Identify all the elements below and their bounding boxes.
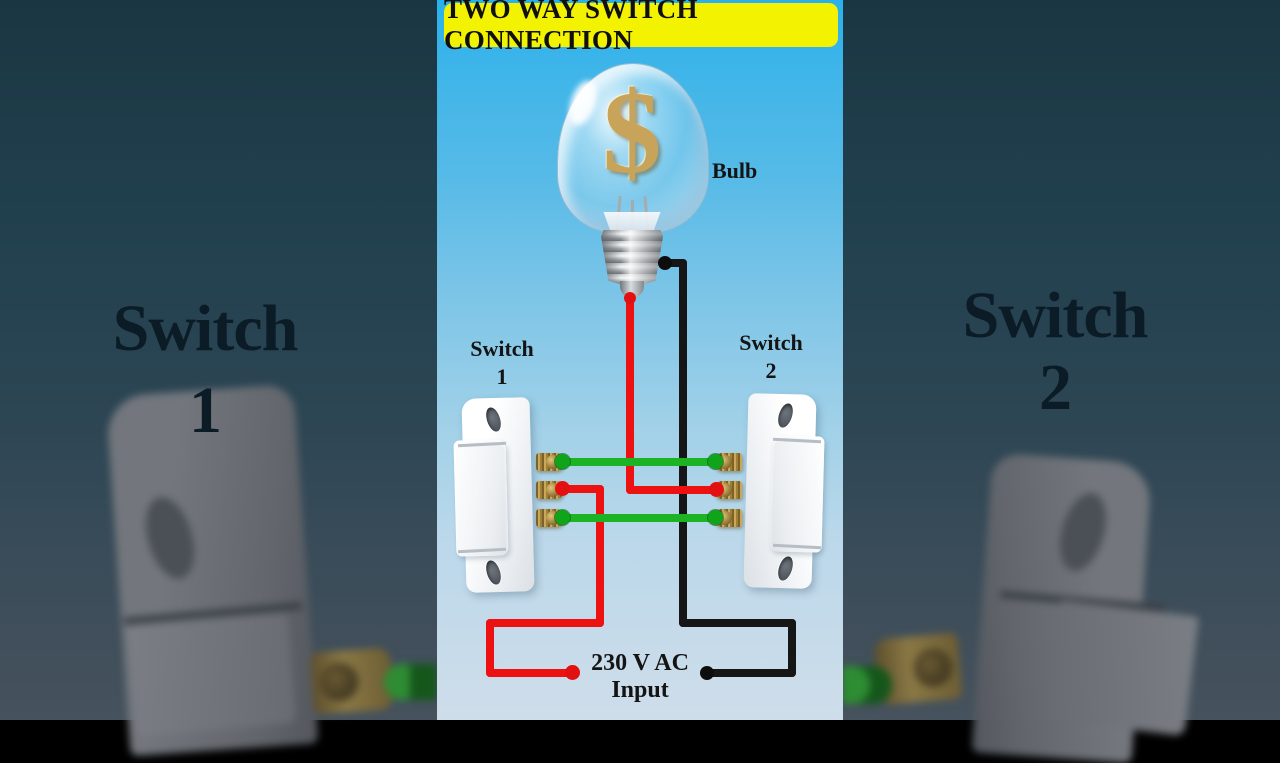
wire-red-segment (486, 669, 579, 677)
left-panel-switch-number: 1 (189, 374, 222, 447)
left-blur-panel: Switch 1 (0, 0, 437, 757)
right-panel-switch-number: 2 (1039, 351, 1072, 424)
wire-red-segment (596, 485, 604, 627)
wire-red-segment (626, 486, 720, 494)
switch1-label: Switch (470, 336, 534, 361)
blurred-terminal-screw (318, 661, 360, 703)
right-blurred-switch-photo (842, 440, 1280, 763)
blurred-terminal-screw (912, 647, 954, 689)
blurred-rocker (127, 613, 297, 737)
wire-black-segment (679, 619, 796, 627)
junction-dot-green (555, 510, 570, 525)
wire-green-bottom (558, 514, 720, 522)
left-blurred-switch-photo (0, 380, 437, 757)
junction-dot-input-black (700, 666, 714, 680)
title-banner: TWO WAY SWITCH CONNECTION (444, 0, 838, 55)
junction-dot-switch2-middle (709, 482, 724, 497)
junction-dot-green (555, 454, 570, 469)
wire-black-segment (788, 619, 796, 677)
title-text: TWO WAY SWITCH CONNECTION (444, 0, 698, 55)
switch2-number: 2 (765, 358, 777, 383)
junction-dot-bulb-red (624, 292, 636, 304)
power-input-label: 230 V AC Input (560, 650, 720, 704)
right-panel-switch-label: Switch (962, 279, 1149, 352)
power-input-line2: Input (611, 677, 669, 703)
dollar-filament: $ (602, 67, 662, 198)
bulb-neck (603, 212, 661, 234)
switch1-rocker (453, 439, 509, 557)
wire-red-segment (626, 296, 634, 494)
blurred-green-wire-cap (842, 666, 870, 704)
wire-red-segment (486, 619, 604, 627)
switch2-label: Switch (739, 330, 803, 355)
blurred-green-wire-cap (384, 664, 410, 700)
wire-red-segment (486, 619, 494, 677)
wire-red-segment (560, 485, 604, 493)
junction-dot-green (708, 454, 723, 469)
power-input-line1: 230 V AC (591, 650, 689, 676)
junction-dot-bulb-black (658, 256, 672, 270)
junction-dot-switch1-middle (555, 481, 570, 496)
bulb-screw-base (601, 230, 663, 284)
switch2-rocker (769, 435, 825, 553)
wire-black-segment (679, 259, 687, 627)
wire-black-segment (703, 669, 796, 677)
junction-dot-green (708, 510, 723, 525)
blurred-brass-terminal (309, 647, 395, 715)
right-blur-panel: Switch 2 (842, 0, 1280, 763)
wire-black-segment (662, 259, 687, 267)
left-panel-switch-label: Switch (112, 292, 299, 365)
bulb-label: Bulb (712, 158, 758, 183)
switch1-number: 1 (496, 364, 508, 389)
blurred-rocker (1045, 599, 1199, 737)
junction-dot-input-red (565, 665, 580, 680)
wire-green-top (558, 458, 720, 466)
